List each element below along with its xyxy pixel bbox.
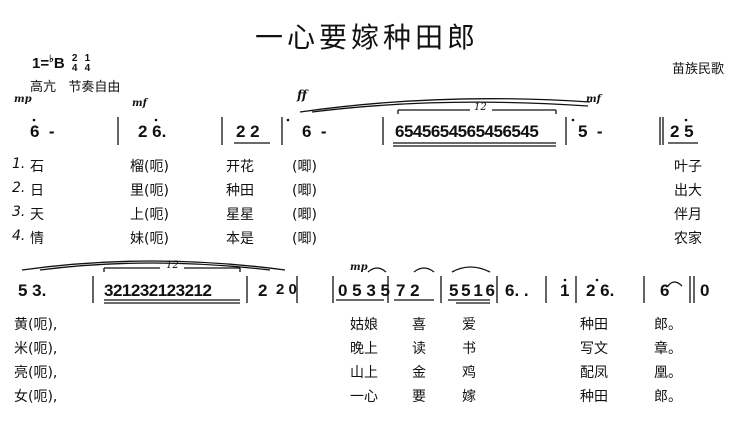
verse-bottom-4-a: 女(呃), (14, 389, 58, 405)
row2-measure-12: 0 (700, 281, 710, 300)
verse-top-2-d: (唧) (292, 183, 317, 199)
dynamic-mf-1: mf (132, 98, 147, 109)
verse-top-3-d: (唧) (292, 207, 317, 223)
dynamic-ff: ff (297, 88, 307, 102)
verse-bottom-1-f: 郎。 (654, 317, 682, 333)
dynamic-mf-2: mf (586, 94, 601, 105)
verse-bottom-1-e: 种田 (580, 317, 608, 333)
verse-bottom-2-e: 写文 (580, 341, 608, 357)
verse-top-2-c: 种田 (226, 183, 254, 199)
dynamic-mp-2: mp (350, 262, 368, 273)
key-note: B (53, 55, 65, 72)
tempo-rhythm: 节奏自由 (68, 80, 121, 95)
verse-top-4-c: 本是 (226, 231, 254, 247)
verse-top-2-num: 2. (12, 180, 26, 196)
song-title: 一心要嫁种田郎 (254, 21, 479, 54)
row2-measure-1: 5 3. (18, 281, 47, 300)
verse-top-1-b: 榴(呃) (130, 159, 169, 175)
verse-top-2-e: 出大 (674, 183, 702, 199)
verse-top-3-a: 天 (30, 207, 44, 223)
verse-top-4-d: (唧) (292, 231, 317, 247)
verse-top-4-num: 4. (12, 228, 26, 244)
verse-bottom-3-c: 金 (412, 365, 426, 381)
verse-bottom-2-b: 晚上 (350, 341, 378, 357)
verse-top-1-c: 开花 (226, 159, 254, 175)
verse-bottom-3-d: 鸡 (462, 365, 476, 381)
verse-bottom-2-d: 书 (462, 341, 476, 357)
row1-measure-7: 2 5 (670, 122, 694, 141)
row2-measure-10: 2 6. (586, 281, 615, 300)
tuplet-12-row2: 12 (166, 260, 179, 271)
dynamic-mp-1: mp (14, 94, 32, 105)
verse-top-4-b: 妹(呃) (130, 231, 169, 247)
verse-bottom-2-f: 章。 (654, 341, 682, 357)
verse-top-3-e: 伴月 (674, 207, 702, 223)
verse-bottom-4-c: 要 (412, 389, 426, 405)
verse-bottom-3-a: 亮(呃), (14, 365, 58, 381)
row2-measure-3: 2 (258, 281, 268, 300)
row1-measure-6: 5 - (578, 122, 603, 141)
row2-measure-4: 2 0 (276, 281, 297, 298)
row2-measure-9: 1 (560, 281, 570, 300)
verse-bottom-1-b: 姑娘 (350, 317, 378, 333)
verse-bottom-1-a: 黄(呃), (14, 317, 58, 333)
row2-measure-7: 5 5 1 6 (449, 281, 495, 300)
row1-measure-3: 2 2 (236, 122, 260, 141)
verse-bottom-4-b: 一心 (350, 389, 378, 405)
verse-bottom-4-e: 种田 (580, 389, 608, 405)
row1-measure-1: 6 - (30, 122, 55, 141)
row2-measure-6: 7 2 (396, 281, 420, 300)
verse-bottom-1-d: 爱 (462, 317, 476, 333)
row2-measure-5: 0 5 3 5 (338, 281, 390, 300)
verse-top-1-d: (唧) (292, 159, 317, 175)
tempo-marking: 高亢 节奏自由 (30, 76, 120, 95)
song-origin: 苗族民歌 (672, 62, 725, 77)
verse-top-3-b: 上(呃) (130, 207, 169, 223)
verse-bottom-4-d: 嫁 (462, 389, 476, 405)
verse-bottom-3-b: 山上 (350, 365, 378, 381)
row1-measure-4: 6 - (302, 122, 327, 141)
verse-top-4-a: 情 (30, 231, 44, 247)
verse-bottom-2-c: 读 (412, 341, 426, 357)
verse-bottom-4-f: 郎。 (654, 389, 682, 405)
verse-top-3-num: 3. (12, 204, 26, 220)
tuplet-12-row1: 12 (474, 102, 487, 113)
verse-top-2-a: 日 (30, 183, 44, 199)
verse-top-2-b: 里(呃) (130, 183, 169, 199)
verse-bottom-3-f: 凰。 (654, 365, 682, 381)
verse-top-3-c: 星星 (226, 207, 254, 223)
row2-measure-8: 6. . (505, 281, 529, 300)
row1-measure-5: 6545654565456545 (395, 122, 539, 141)
row1-measure-2: 2 6. (138, 122, 167, 141)
tempo-style: 高亢 (30, 80, 57, 95)
row2-measure-2: 321232123212 (104, 281, 212, 300)
verse-top-1-num: 1. (12, 156, 26, 172)
verse-top-4-e: 农家 (674, 231, 702, 247)
verse-top-1-e: 叶子 (674, 159, 702, 175)
row2-measure-11: 6 (660, 281, 670, 300)
verse-top-1-a: 石 (30, 159, 44, 175)
flat-sign: ♭ (49, 54, 54, 65)
key-prefix: 1= (32, 55, 50, 72)
verse-bottom-1-c: 喜 (412, 317, 426, 333)
verse-bottom-3-e: 配凤 (580, 365, 608, 381)
verse-bottom-2-a: 米(呃), (14, 341, 58, 357)
